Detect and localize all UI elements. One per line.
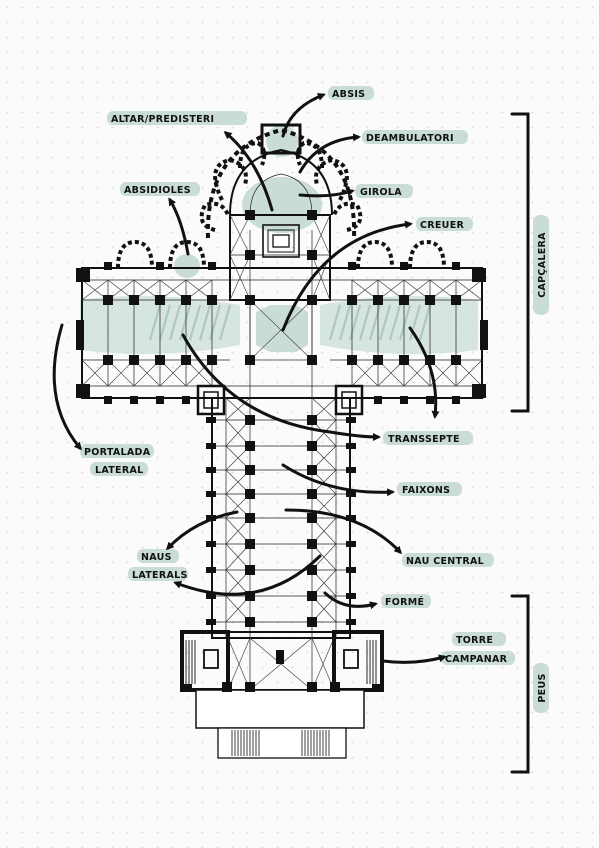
label-absidioles: ABSIDIOLES — [124, 185, 191, 196]
section-brackets — [510, 112, 530, 774]
label-forme: FORMÉ — [385, 596, 424, 608]
transept-hatching — [148, 304, 432, 341]
label-naus-line2: LATERALS — [132, 570, 188, 581]
label-altar-predisteri: ALTAR/PREDISTERI — [111, 114, 214, 125]
label-faixons: FAIXONS — [402, 485, 450, 496]
cathedral-plan — [76, 123, 488, 759]
label-portalada-line2: LATERAL — [95, 465, 143, 476]
label-portalada-line1: PORTALADA — [84, 447, 151, 458]
label-creuer: CREUER — [420, 220, 464, 231]
label-capcalera: CAPÇALERA — [537, 232, 548, 298]
label-deambulatori: DEAMBULATORI — [366, 133, 454, 144]
annotation-arrows — [52, 93, 447, 664]
label-torre-line1: TORRE — [456, 635, 493, 646]
label-absis: ABSIS — [332, 89, 365, 100]
label-peus: PEUS — [537, 673, 548, 702]
labels: ABSIS ALTAR/PREDISTERI DEAMBULATORI ABSI… — [84, 89, 548, 703]
label-transsepte: TRANSSEPTE — [388, 434, 460, 445]
label-naus-line1: NAUS — [141, 552, 172, 563]
label-nau-central: NAU CENTRAL — [406, 556, 484, 567]
label-torre-line2: CAMPANAR — [445, 654, 508, 665]
label-girola: GIROLA — [360, 187, 402, 198]
